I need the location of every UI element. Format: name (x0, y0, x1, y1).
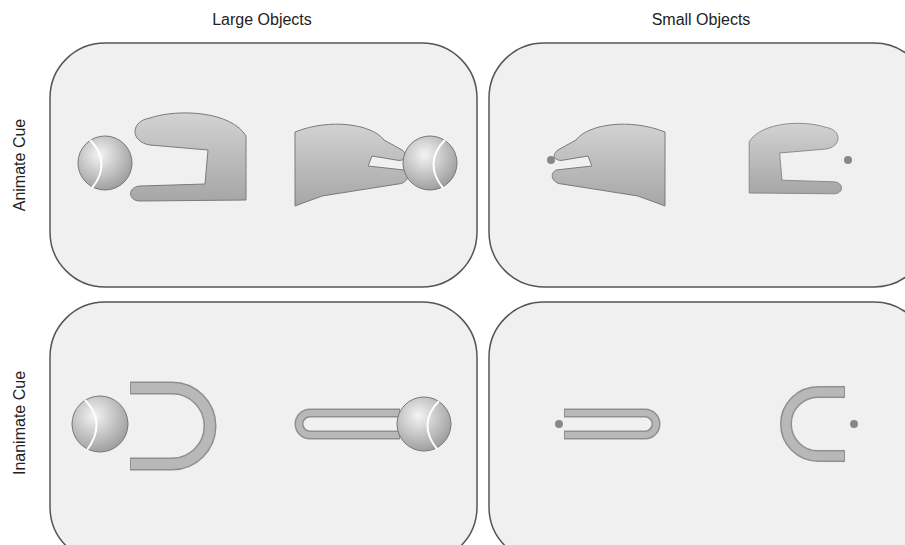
u-shape-cue (130, 388, 210, 464)
open-hand (131, 113, 246, 201)
small-object (850, 420, 858, 428)
small-object (844, 156, 852, 164)
open-hand (749, 123, 841, 193)
row-header: Animate Cue (10, 119, 29, 212)
panel (50, 302, 477, 545)
panel (489, 302, 905, 545)
column-header: Small Objects (652, 10, 751, 29)
tennis-ball (78, 136, 132, 190)
panel (489, 43, 905, 287)
row-header: Inanimate Cue (10, 371, 29, 475)
u-shape-cue (299, 413, 400, 435)
tennis-ball (403, 136, 457, 190)
panel (50, 43, 477, 287)
pinch-hand (552, 124, 665, 206)
u-shape-cue (786, 392, 845, 456)
u-shape-cue (564, 413, 656, 435)
small-object (555, 420, 563, 428)
pinch-hand (295, 124, 408, 206)
column-header: Large Objects (212, 10, 312, 29)
tennis-ball (397, 397, 451, 451)
tennis-ball (72, 396, 128, 452)
small-object (547, 156, 555, 164)
